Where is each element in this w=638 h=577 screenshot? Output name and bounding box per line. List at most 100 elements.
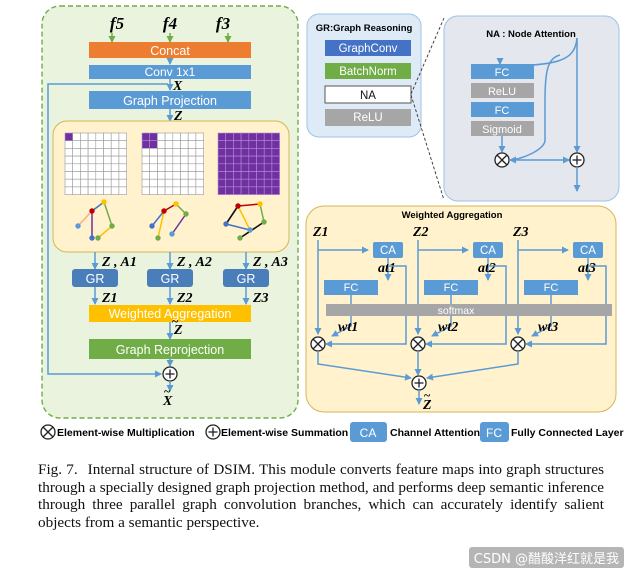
graph-sketch-3 <box>223 201 267 241</box>
sigmoid-label: Sigmoid <box>482 124 522 136</box>
wa-z-label-3: Z3 <box>512 225 529 240</box>
x-tilde-label: X <box>162 394 173 409</box>
wa-at-label-2: at2 <box>478 261 496 276</box>
batchnorm-label: BatchNorm <box>339 66 397 78</box>
wa-output-label: Z <box>422 398 432 413</box>
wa-ca-label-2: CA <box>480 245 496 257</box>
gr-block-2 <box>147 269 193 287</box>
concat-block <box>89 42 251 58</box>
wa-ca-block-1 <box>373 242 403 258</box>
wa-at-label-1: at1 <box>378 261 396 276</box>
conv-block <box>89 65 251 79</box>
graph-projection-block <box>89 91 251 109</box>
watermark: CSDN @醋酸洋红就是我 <box>468 547 624 568</box>
input-f3: f3 <box>216 14 231 33</box>
na-fc-label-2: FC <box>495 105 510 117</box>
na-block <box>324 85 412 104</box>
caption-label: Fig. 7. <box>38 461 78 478</box>
legend-ca-box-label: CA <box>360 426 377 440</box>
caption-text: Internal structure of DSIM. This module … <box>38 461 604 531</box>
branch-label-1: Z , A1 <box>101 255 137 270</box>
graph-reprojection-label: Graph Reprojection <box>116 343 224 357</box>
z2-label: Z2 <box>176 291 193 306</box>
relu-label: ReLU <box>353 112 382 124</box>
relu-block <box>325 109 411 126</box>
wa-fc-block-1 <box>324 280 378 295</box>
z-tilde-label: Z <box>173 323 183 338</box>
batchnorm-block <box>325 63 411 79</box>
wa-panel-title: Weighted Aggregation <box>402 210 503 221</box>
graph-reprojection-block <box>89 339 251 359</box>
z-label: Z <box>173 109 183 124</box>
na-fc-label-1: FC <box>495 67 510 79</box>
gr-block-1 <box>72 269 118 287</box>
wa-output-tilde: ~ <box>424 388 431 402</box>
legend-ca-text: Channel Attention <box>390 427 480 439</box>
legend-sum-text: Element-wise Summation <box>221 427 348 439</box>
legend-fc-text: Fully Connected Layer <box>511 427 624 439</box>
wa-ca-block-2 <box>473 242 503 258</box>
x-label: X <box>172 79 183 94</box>
na-relu-block <box>471 83 534 98</box>
input-f4: f4 <box>163 14 177 33</box>
wa-z-label-2: Z2 <box>412 225 429 240</box>
adjacency-matrix-1 <box>64 132 127 195</box>
na-label: NA <box>360 90 376 102</box>
graphconv-block <box>325 40 411 56</box>
graph-sketch-2 <box>149 201 189 241</box>
na-fc-block-1 <box>471 64 534 79</box>
adjacency-matrices <box>64 132 280 195</box>
na-relu-label: ReLU <box>488 86 516 98</box>
adjacency-matrix-3 <box>217 132 280 195</box>
dsim-figure: f5 f4 f3 Concat Conv 1x1 X Graph Project… <box>40 5 624 442</box>
wa-z-label-1: Z1 <box>312 225 329 240</box>
legend: Element-wise Multiplication Element-wise… <box>40 422 624 442</box>
sigmoid-block <box>471 121 534 136</box>
wa-fc-label-1: FC <box>344 282 359 294</box>
figure-caption: Fig. 7.Internal structure of DSIM. This … <box>38 461 604 531</box>
wa-wt-label-2: wt2 <box>438 320 458 335</box>
weighted-aggregation-block <box>89 305 251 322</box>
z3-label: Z3 <box>252 291 269 306</box>
na-fc-block-2 <box>471 102 534 117</box>
wa-fc-label-2: FC <box>444 282 459 294</box>
gr-label-3: GR <box>237 272 256 286</box>
legend-ca-box <box>350 422 387 442</box>
adjacency-matrix-2 <box>141 132 204 195</box>
graph-sketch-1 <box>75 199 115 241</box>
graph-projection-label: Graph Projection <box>123 94 217 108</box>
wa-fc-block-2 <box>424 280 478 295</box>
input-f5: f5 <box>110 14 125 33</box>
z-tilde-mark: ~ <box>172 314 179 328</box>
gr-label-1: GR <box>86 272 105 286</box>
legend-fc-box <box>480 422 509 442</box>
z1-label: Z1 <box>101 291 118 306</box>
legend-mult-text: Element-wise Multiplication <box>57 427 195 439</box>
wa-fc-block-3 <box>524 280 578 295</box>
gr-block-3 <box>223 269 269 287</box>
softmax-bar <box>326 304 612 316</box>
wa-fc-label-3: FC <box>544 282 559 294</box>
wa-ca-label-3: CA <box>580 245 596 257</box>
wa-ca-label-1: CA <box>380 245 396 257</box>
wa-wt-label-1: wt1 <box>338 320 358 335</box>
weighted-aggregation-label: Weighted Aggregation <box>109 307 232 321</box>
softmax-label: softmax <box>438 305 476 317</box>
graphconv-label: GraphConv <box>339 43 398 55</box>
gr-label-2: GR <box>161 272 180 286</box>
wa-ca-block-3 <box>573 242 603 258</box>
wa-wt-label-3: wt3 <box>538 320 558 335</box>
x-tilde-mark: ~ <box>164 384 171 398</box>
conv-label: Conv 1x1 <box>145 65 196 79</box>
wa-at-label-3: at3 <box>578 261 596 276</box>
na-panel-title: NA : Node Attention <box>486 29 576 40</box>
legend-fc-box-label: FC <box>486 426 502 440</box>
concat-label: Concat <box>150 44 190 58</box>
gr-panel-title: GR:Graph Reasoning <box>316 23 413 34</box>
branch-label-2: Z , A2 <box>176 255 212 270</box>
branch-label-3: Z , A3 <box>252 255 288 270</box>
